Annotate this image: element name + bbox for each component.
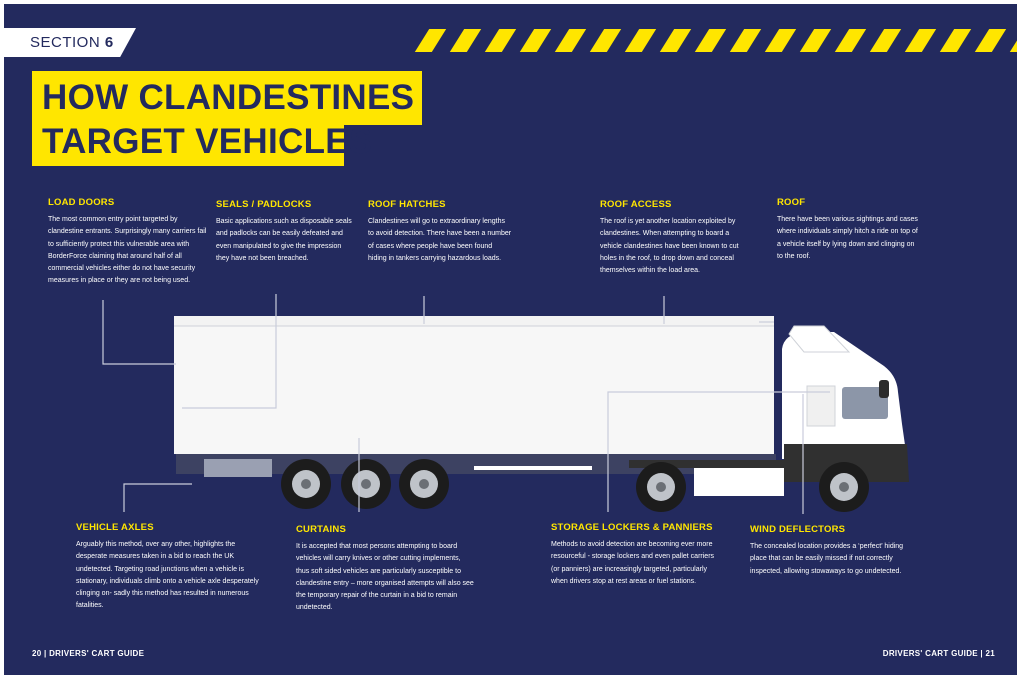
hazard-stripe: [484, 29, 517, 52]
cab-sleeper-panel: [806, 385, 836, 427]
page-title-line-2: TARGET VEHICLES: [32, 122, 372, 166]
trailer-chassis: [176, 454, 776, 474]
block-roof-access: ROOF ACCESS The roof is yet another loca…: [600, 199, 750, 277]
text-roof-access: The roof is yet another location exploit…: [600, 218, 739, 275]
text-roof-hatches: Clandestines will go to extraordinary le…: [368, 218, 512, 262]
block-seals-padlocks: SEALS / PADLOCKS Basic applications such…: [216, 199, 354, 265]
hazard-stripe: [904, 29, 937, 52]
block-curtains: CURTAINS It is accepted that most person…: [296, 524, 474, 615]
hazard-stripe: [449, 29, 482, 52]
hazard-stripe: [1009, 29, 1017, 52]
trailer-roof-strip: [174, 316, 774, 326]
hazard-stripe: [519, 29, 552, 52]
cab-body: [782, 332, 907, 459]
heading-roof: ROOF: [777, 197, 806, 208]
leader-storage: [607, 391, 830, 512]
trailer-side-rail: [474, 466, 592, 470]
cab-front-wheel: [819, 462, 869, 512]
hazard-stripe: [624, 29, 657, 52]
hazard-stripe: [659, 29, 692, 52]
cab-window: [842, 387, 888, 419]
hazard-stripe: [694, 29, 727, 52]
page-title-line-1: HOW CLANDESTINES: [32, 71, 422, 125]
hazard-stripe: [939, 29, 972, 52]
text-vehicle-axles: Arguably this method, over any other, hi…: [76, 541, 259, 610]
heading-roof-hatches: ROOF HATCHES: [368, 199, 446, 210]
heading-vehicle-axles: VEHICLE AXLES: [76, 522, 154, 533]
hazard-stripe: [799, 29, 832, 52]
hazard-stripe: [869, 29, 902, 52]
trailer-wheel-2: [341, 459, 391, 509]
hazard-stripe-band: [412, 29, 1017, 52]
block-wind-deflectors: WIND DEFLECTORS The concealed location p…: [750, 524, 912, 578]
trailer-box: [174, 326, 774, 454]
block-storage-lockers: STORAGE LOCKERS & PANNIERS Methods to av…: [551, 522, 721, 588]
footer-right-page-number: DRIVERS' CART GUIDE | 21: [882, 649, 995, 658]
cab-lower-trim: [784, 444, 909, 482]
trailer-side-box: [204, 459, 272, 477]
heading-curtains: CURTAINS: [296, 524, 346, 535]
heading-roof-access: ROOF ACCESS: [600, 199, 672, 210]
cab-chassis: [629, 460, 789, 468]
hazard-stripe: [589, 29, 622, 52]
section-label: SECTION: [30, 34, 101, 51]
trailer-wheel-3: [399, 459, 449, 509]
hazard-stripe: [764, 29, 797, 52]
leader-seals: [182, 294, 277, 409]
block-load-doors: LOAD DOORS The most common entry point t…: [48, 197, 208, 288]
text-wind-deflectors: The concealed location provides a ‘perfe…: [750, 543, 904, 575]
heading-seals-padlocks: SEALS / PADLOCKS: [216, 199, 312, 210]
hazard-stripe: [974, 29, 1007, 52]
text-roof: There have been various sightings and ca…: [777, 216, 918, 260]
text-load-doors: The most common entry point targeted by …: [48, 216, 207, 285]
text-seals-padlocks: Basic applications such as disposable se…: [216, 218, 352, 262]
footer-left-page-number: 20 | DRIVERS' CART GUIDE: [32, 649, 145, 658]
hazard-stripe: [554, 29, 587, 52]
trailer-wheel-1: [281, 459, 331, 509]
magazine-spread: SECTION 6 HOW CLANDESTINES TARGET VEHICL…: [4, 4, 1017, 675]
heading-storage-lockers: STORAGE LOCKERS & PANNIERS: [551, 522, 713, 533]
block-roof-hatches: ROOF HATCHES Clandestines will go to ext…: [368, 199, 512, 265]
block-vehicle-axles: VEHICLE AXLES Arguably this method, over…: [76, 522, 266, 613]
section-tab: SECTION 6: [4, 28, 136, 57]
heading-wind-deflectors: WIND DEFLECTORS: [750, 524, 846, 535]
block-roof: ROOF There have been various sightings a…: [777, 197, 919, 263]
leader-vehicle-axles: [123, 483, 192, 512]
section-number: 6: [104, 34, 114, 51]
text-curtains: It is accepted that most persons attempt…: [296, 543, 474, 612]
leader-lines: [102, 294, 830, 514]
cab-mirror: [879, 380, 889, 398]
heading-load-doors: LOAD DOORS: [48, 197, 115, 208]
hazard-stripe: [414, 29, 447, 52]
leader-load-doors: [102, 300, 176, 365]
hazard-stripe: [834, 29, 867, 52]
hazard-stripe: [729, 29, 762, 52]
cab-fuel-tank: [694, 462, 784, 496]
text-storage-lockers: Methods to avoid detection are becoming …: [551, 541, 715, 585]
cab-rear-wheel: [636, 462, 686, 512]
cab-roof-deflector: [788, 325, 851, 353]
